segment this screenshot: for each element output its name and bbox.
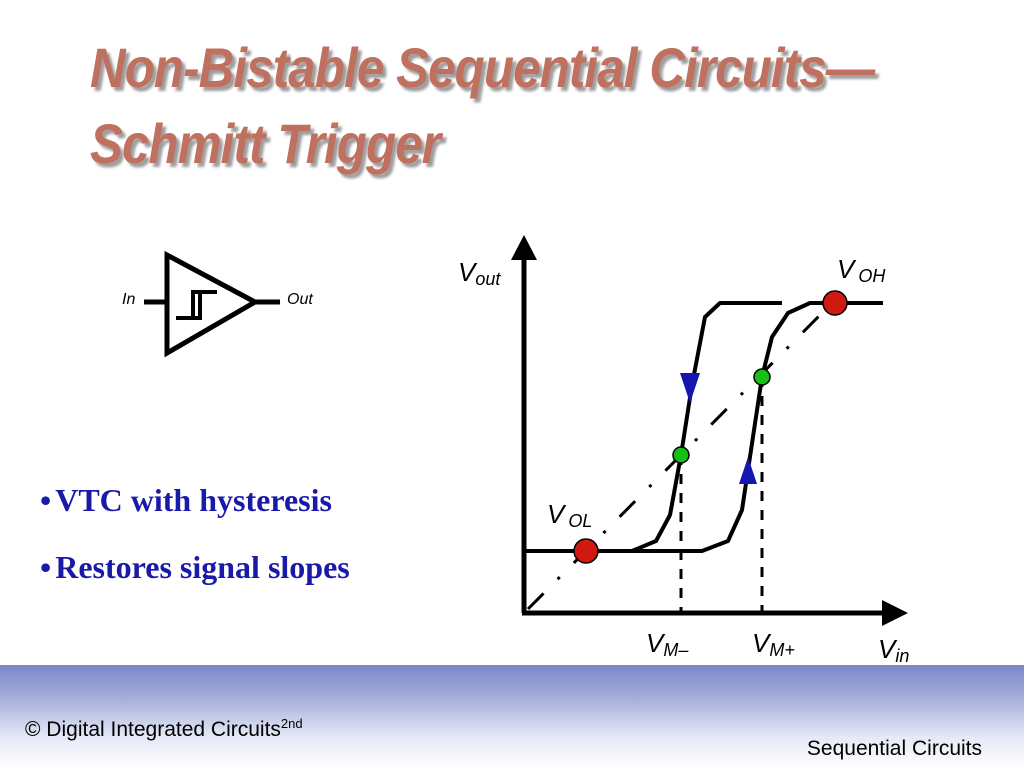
- arrow-down-icon: [680, 373, 700, 403]
- x-axis-label: Vin: [878, 634, 909, 666]
- schmitt-trigger-buffer-icon: [144, 250, 280, 358]
- vol-point: [573, 538, 599, 564]
- y-axis-arrowhead: [511, 235, 537, 260]
- schmitt-trigger-symbol: In Out: [100, 240, 360, 370]
- hysteresis-glyph-a: [176, 290, 210, 320]
- footer-section-name: Sequential Circuits: [806, 737, 982, 760]
- bullet-item: Restores signal slopes: [40, 549, 350, 586]
- arrow-up-icon: [739, 457, 757, 484]
- vm-minus-label: VM–: [646, 628, 689, 660]
- switch-point-low: [672, 446, 690, 464]
- title-line-1: Non-Bistable Sequential Circuits—: [90, 36, 875, 99]
- y-axis-label: Vout: [458, 257, 501, 289]
- footer-copyright: © Digital Integrated Circuits2nd: [25, 716, 303, 741]
- switch-point-high: [753, 368, 771, 386]
- input-label: In: [122, 291, 136, 308]
- bullet-item: VTC with hysteresis: [40, 482, 350, 519]
- hysteresis-glyph-b: [183, 290, 217, 320]
- voh-point: [822, 290, 848, 316]
- buffer-triangle: [164, 250, 261, 358]
- output-label: Out: [287, 291, 313, 308]
- vm-plus-label: VM+: [752, 628, 795, 660]
- bullet-list: VTC with hysteresis Restores signal slop…: [40, 482, 350, 616]
- slide-title: Non-Bistable Sequential Circuits— Schmit…: [90, 30, 875, 182]
- title-line-2: Schmitt Trigger: [90, 112, 441, 175]
- x-axis-arrowhead: [882, 600, 908, 626]
- footer-band: [0, 665, 1024, 768]
